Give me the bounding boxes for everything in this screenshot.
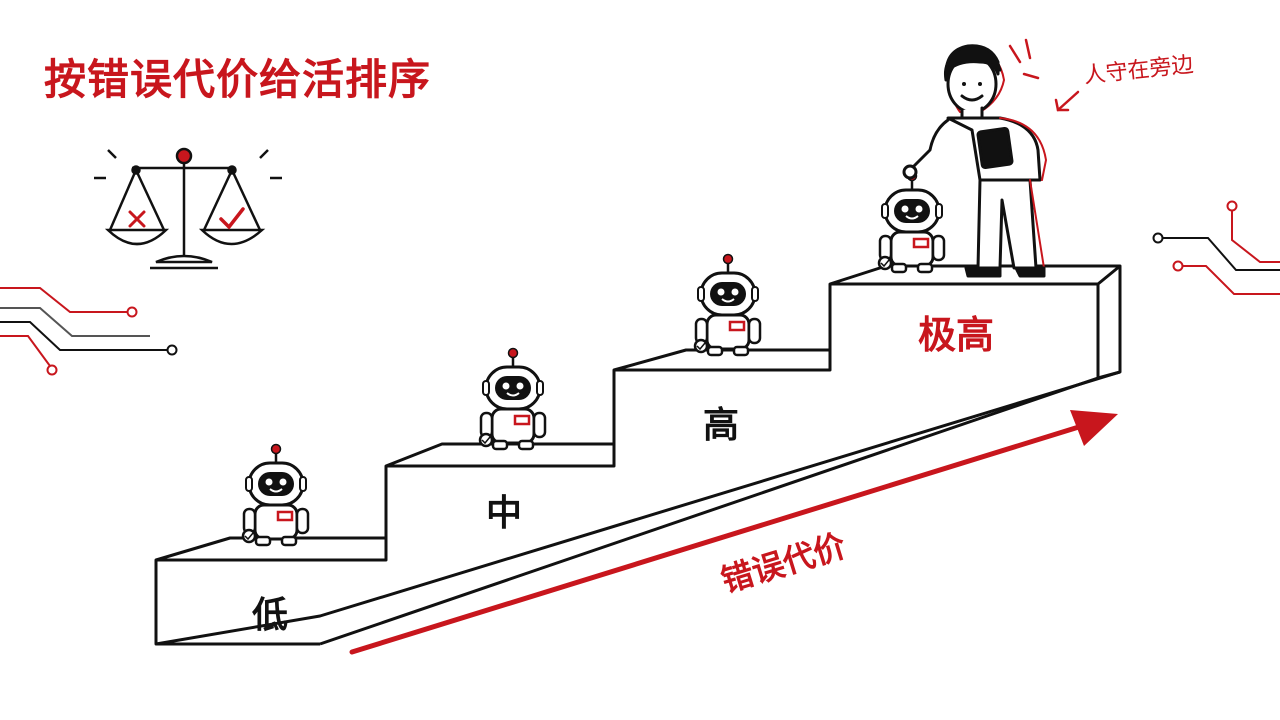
robot-icon (693, 253, 762, 357)
circuit-lines-right-icon (1152, 200, 1280, 295)
step-label-medium: 中 (486, 493, 523, 534)
emphasis-marks (1008, 38, 1040, 80)
step-label-extreme: 极高 (918, 313, 995, 357)
error-cost-arrow (349, 410, 1118, 655)
robot-icon (478, 347, 547, 451)
balance-scale-icon (94, 147, 282, 270)
human-supervisor-icon (902, 44, 1047, 278)
page-title: 按错误代价给活排序 (44, 55, 432, 104)
robot-icon (877, 170, 946, 274)
step-label-low: 低 (252, 595, 289, 636)
note-pointer-arrow (1054, 90, 1080, 112)
staircase (154, 264, 1122, 646)
robot-icon (241, 443, 310, 547)
step-label-high: 高 (703, 405, 740, 446)
circuit-lines-left-icon (0, 287, 178, 376)
check-mark-icon (219, 207, 245, 230)
cross-mark-icon (128, 210, 146, 228)
